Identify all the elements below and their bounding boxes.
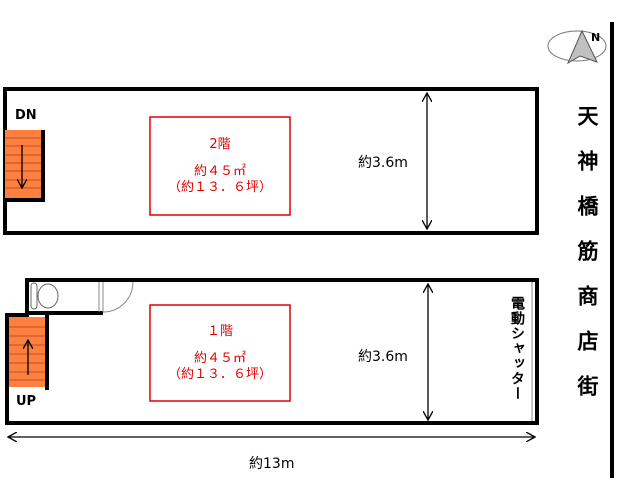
floor1-tsubo: （約１３．６坪） bbox=[167, 367, 272, 382]
floor2-area: 約４５㎡ bbox=[193, 164, 246, 179]
compass-label: N bbox=[591, 31, 601, 44]
compass-icon bbox=[547, 29, 607, 65]
street-label: 天神橋筋商店街 bbox=[575, 105, 599, 420]
floor2-name: 2階 bbox=[209, 137, 231, 152]
floor1-name: １階 bbox=[206, 324, 233, 339]
floor1-width-label: 約3.6m bbox=[358, 349, 408, 365]
floor2-stair-label: DN bbox=[15, 108, 37, 123]
floor2-stairs bbox=[5, 130, 45, 202]
door-swing bbox=[102, 281, 134, 313]
floor1-room-outline bbox=[149, 304, 291, 402]
shutter-label: 電動シャッター bbox=[509, 296, 525, 401]
floor1-stair-label: UP bbox=[16, 394, 37, 409]
floor1-stairs bbox=[9, 315, 49, 390]
floor1-area: 約４５㎡ bbox=[193, 351, 246, 366]
floor2-tsubo: （約１３．６坪） bbox=[167, 180, 272, 195]
toilet bbox=[25, 280, 134, 315]
floor2-width-label: 約3.6m bbox=[358, 155, 408, 171]
floor2-room-outline bbox=[149, 116, 291, 216]
length-label: 約13m bbox=[249, 456, 295, 472]
